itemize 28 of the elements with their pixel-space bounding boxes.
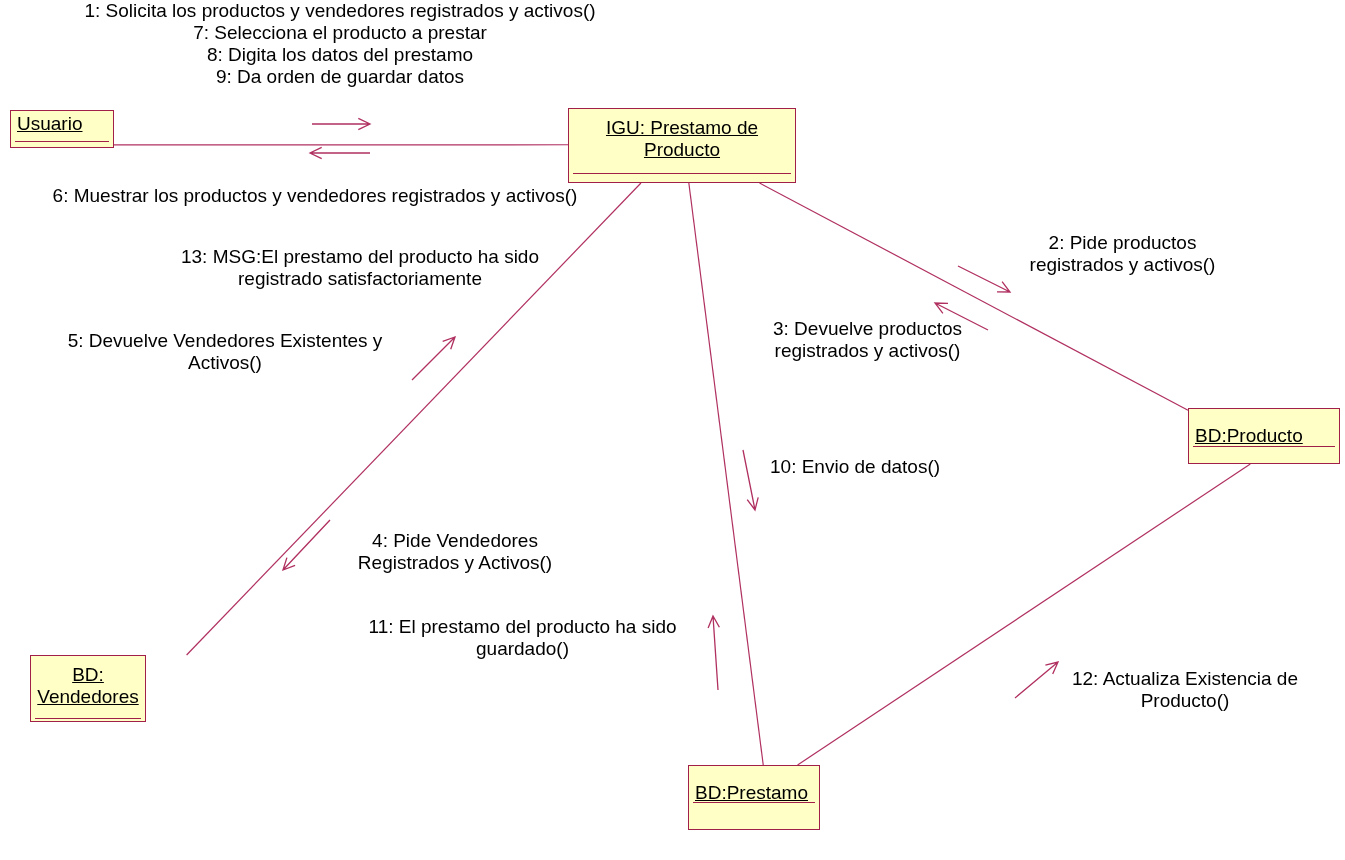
object-box [568, 108, 796, 183]
object-name: IGU: Prestamo de Producto [604, 117, 760, 161]
message-label: 13: MSG:El prestamo del producto ha sido registrado satisfactoriamente [180, 246, 540, 290]
message-label: 4: Pide Vendedores Registrados y Activos() [356, 530, 554, 574]
object-name: BD:Producto [1195, 425, 1303, 447]
message-label: 12: Actualiza Existencia de Producto() [1071, 668, 1299, 712]
message-label: 6: Muestrar los productos y vendedores registrados y activos() [51, 185, 579, 207]
link-line [796, 463, 1251, 766]
message-label: 11: El prestamo del producto ha sido guardado() [367, 616, 678, 660]
object-name: Usuario [17, 113, 83, 135]
message-label: 3: Devuelve productos registrados y activos() [771, 318, 964, 362]
link-line [113, 144, 569, 146]
link-line [758, 182, 1189, 411]
message-label: 10: Envio de datos() [770, 456, 942, 478]
message-label: 1: Solicita los productos y vendedores registrados y activos() [83, 0, 597, 22]
link-line [688, 182, 764, 766]
message-label: 7: Selecciona el producto a prestar [192, 22, 488, 44]
object-box [10, 110, 114, 148]
object-name: BD:Prestamo [695, 782, 808, 804]
object-box [30, 655, 146, 722]
object-box [688, 765, 820, 830]
object-box [1188, 408, 1340, 464]
link-line [186, 182, 642, 656]
message-label: 9: Da orden de guardar datos [214, 66, 466, 88]
message-label: 8: Digita los datos del prestamo [205, 44, 475, 66]
message-label: 5: Devuelve Vendedores Existentes y Activos() [66, 330, 384, 374]
message-label: 2: Pide productos registrados y activos() [1028, 232, 1217, 276]
object-name: BD: Vendedores [37, 664, 139, 708]
